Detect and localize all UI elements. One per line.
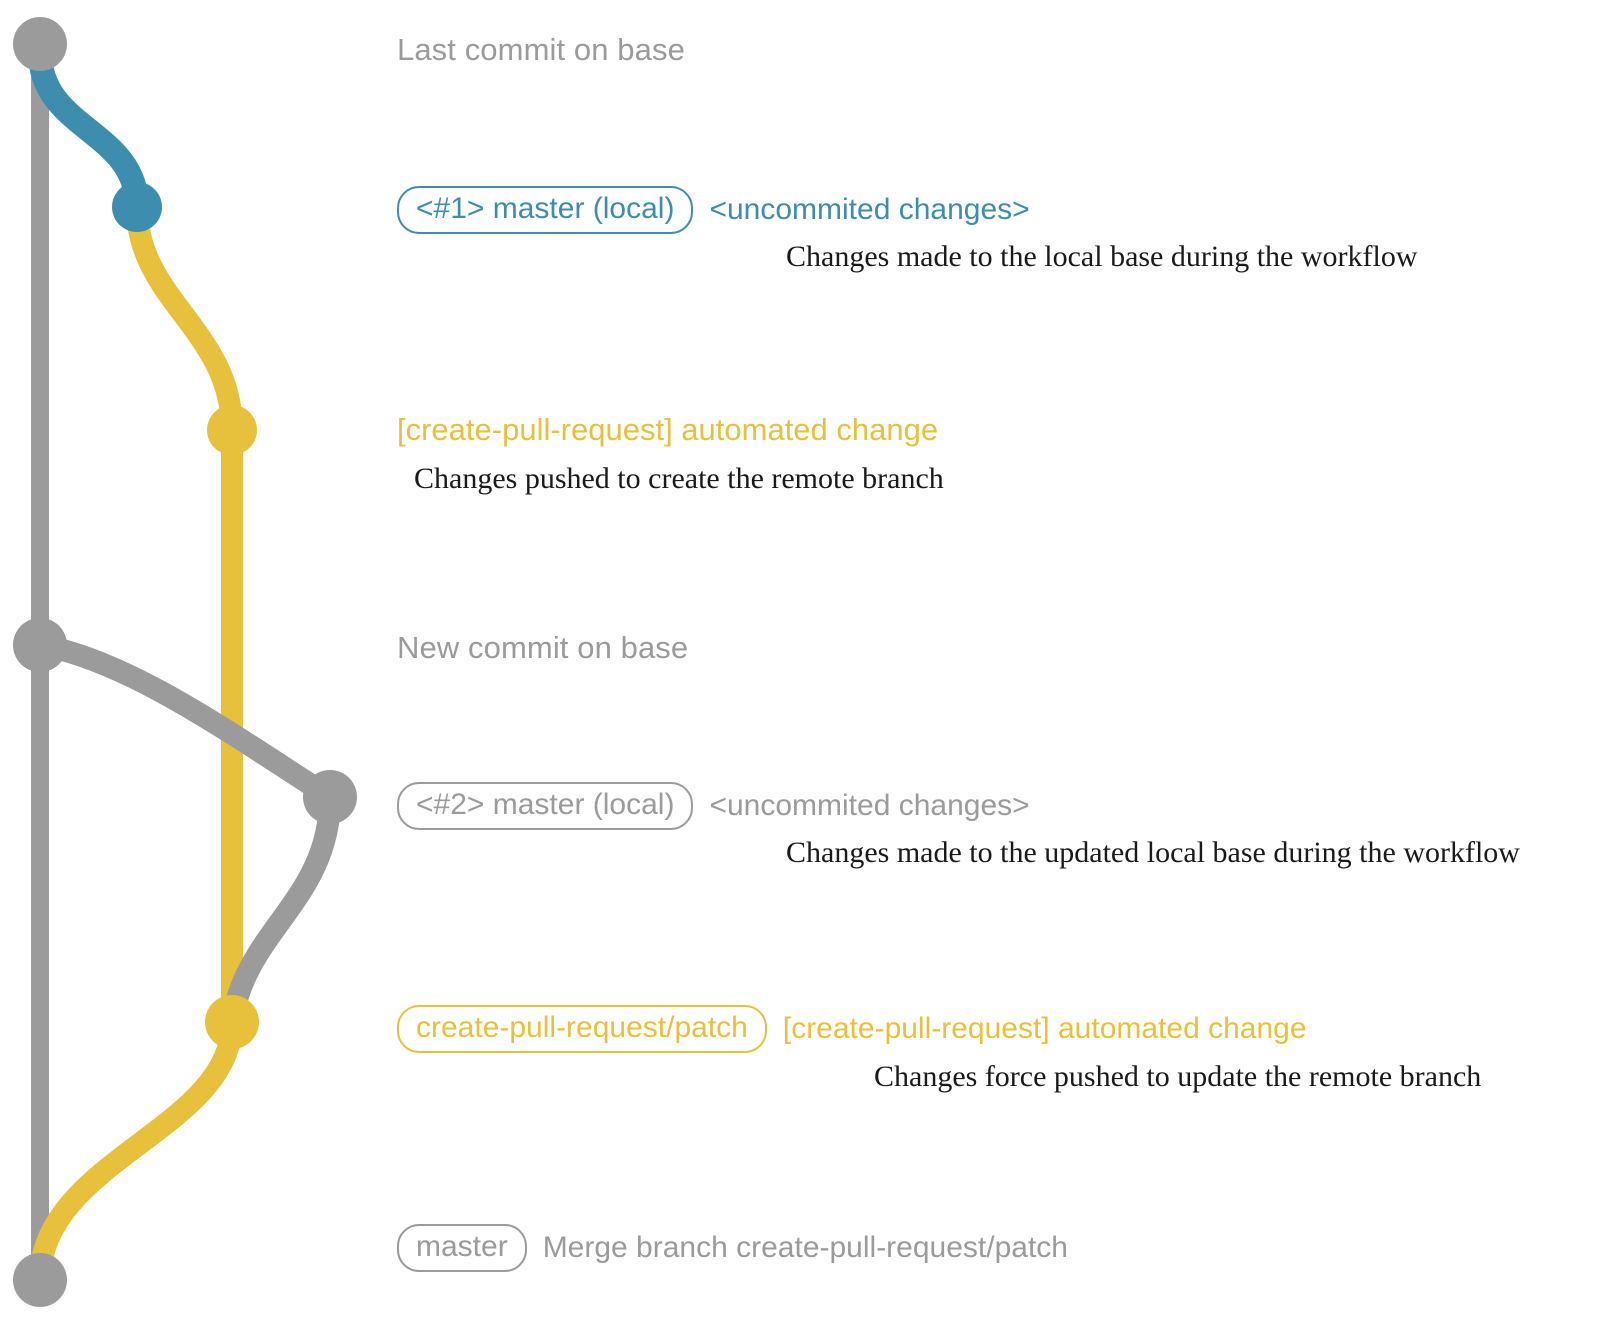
- note-patch-1: Changes pushed to create the remote bran…: [414, 462, 944, 495]
- note-local-2: Changes made to the updated local base d…: [786, 836, 1520, 869]
- branch-badge-master[interactable]: master: [397, 1224, 527, 1272]
- updated-local-branch-line: [29, 634, 341, 808]
- branch-badge-local-2[interactable]: <#2> master (local): [397, 782, 694, 830]
- commit-node-local-2[interactable]: [303, 770, 357, 824]
- headline-last-commit-on-base: Last commit on base: [397, 32, 685, 67]
- commit-node-base-1[interactable]: [13, 17, 67, 71]
- headline-new-commit-on-base: New commit on base: [397, 630, 689, 665]
- commit-message-local-1: <uncommited changes>: [709, 193, 1030, 226]
- commit-node-patch-2[interactable]: [205, 995, 259, 1049]
- commit-message-master: Merge branch create-pull-request/patch: [542, 1231, 1068, 1264]
- commit-message-patch-1: [create-pull-request] automated change: [397, 412, 939, 447]
- commit-message-patch-2: [create-pull-request] automated change: [782, 1012, 1307, 1045]
- branch-badge-local-1[interactable]: <#1> master (local): [397, 186, 694, 234]
- branch-badge-patch-2[interactable]: create-pull-request/patch: [397, 1005, 767, 1053]
- note-patch-2: Changes force pushed to update the remot…: [874, 1060, 1482, 1093]
- row-master: master Merge branch create-pull-request/…: [397, 1224, 1068, 1272]
- row-patch-2: create-pull-request/patch [create-pull-r…: [397, 1005, 1307, 1053]
- note-local-1: Changes made to the local base during th…: [786, 240, 1418, 273]
- row-local-2: <#2> master (local) <uncommited changes>: [397, 782, 1030, 830]
- commit-node-local-1[interactable]: [112, 182, 162, 232]
- row-patch-1: [create-pull-request] automated change: [397, 412, 938, 448]
- commit-node-patch-1[interactable]: [207, 405, 257, 455]
- commit-graph: [13, 17, 357, 1307]
- patch-branch-line-1: [126, 196, 243, 441]
- row-new-commit-on-base: New commit on base: [397, 630, 688, 666]
- commit-message-local-2: <uncommited changes>: [709, 789, 1030, 822]
- commit-node-base-3[interactable]: [13, 1253, 67, 1307]
- patch-merge-line: [29, 1011, 243, 1291]
- local-branch-line: [28, 40, 149, 219]
- commit-node-base-2[interactable]: [13, 618, 67, 672]
- row-local-1: <#1> master (local) <uncommited changes>: [397, 186, 1030, 234]
- updated-local-to-patch-line: [221, 786, 341, 1033]
- row-last-commit-on-base: Last commit on base: [397, 32, 685, 68]
